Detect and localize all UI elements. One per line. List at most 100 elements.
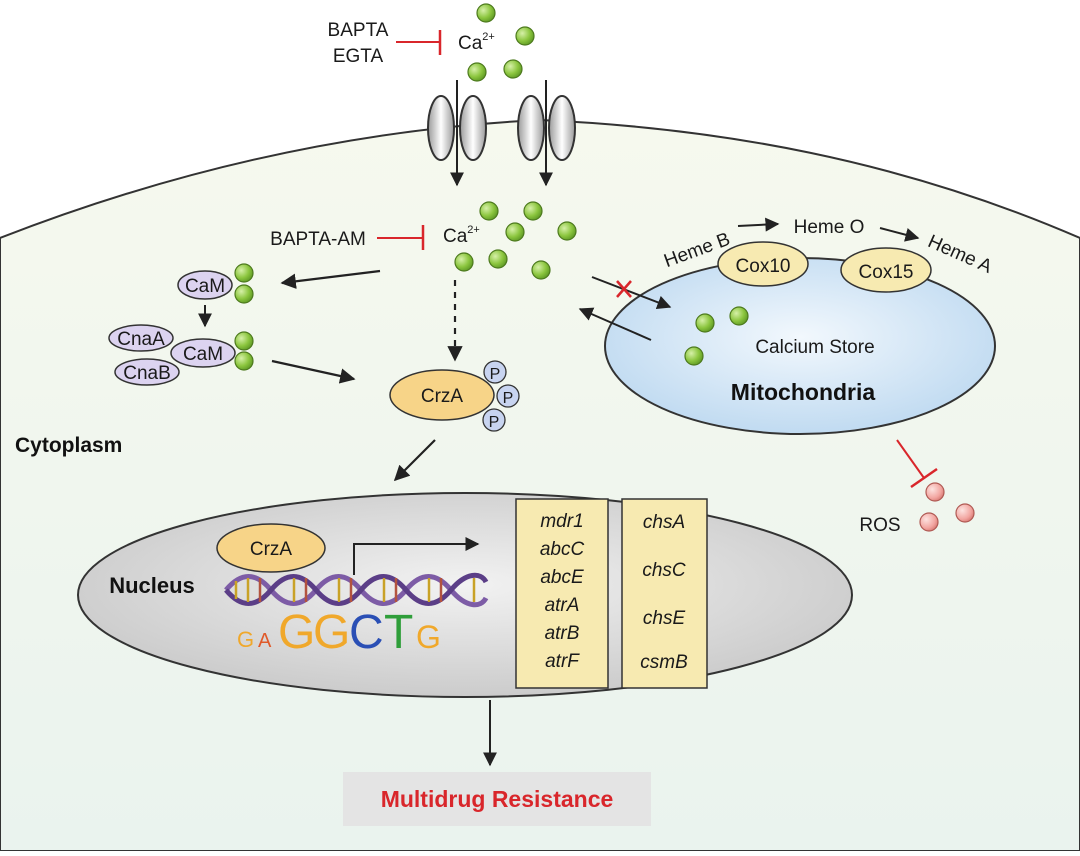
nucleus-label: Nucleus xyxy=(109,573,195,598)
calcium-ion xyxy=(234,351,254,371)
mitochondria-title: Mitochondria xyxy=(731,379,876,405)
gene-label: chsC xyxy=(642,560,686,581)
calcium-ion xyxy=(454,252,474,272)
calcium-label-extracellular: Ca2+ xyxy=(458,31,495,54)
gene-label: chsE xyxy=(643,608,686,629)
calcium-ion xyxy=(684,346,704,366)
gene-label: abcC xyxy=(540,539,585,560)
calcium-ion xyxy=(505,222,525,242)
calcium-to-cam-arrow xyxy=(280,269,381,289)
phosphate-label: P xyxy=(489,414,500,431)
crza-label: CrzA xyxy=(421,386,464,407)
motif-letter: C xyxy=(349,606,384,659)
gene-box-transporters xyxy=(515,498,609,689)
calcium-label-intracellular: Ca2+ xyxy=(443,224,480,247)
motif-letter: G xyxy=(237,627,254,652)
ros-molecule xyxy=(919,512,939,532)
motif-letter: G xyxy=(313,606,350,659)
cam-top-complex: CaM xyxy=(177,263,254,304)
inhibitor-bapta: BAPTA xyxy=(328,20,389,41)
cox10-label: Cox10 xyxy=(736,256,791,277)
dna-helix xyxy=(224,572,489,608)
cna-b xyxy=(114,358,180,386)
cam-top xyxy=(177,270,233,300)
motif-letter: G xyxy=(416,619,441,655)
phosphate-group xyxy=(482,408,506,432)
calcium-channel-left xyxy=(427,95,487,161)
motif-letter: G xyxy=(278,606,315,659)
inhibitor-egta: EGTA xyxy=(333,46,384,67)
phosphate-label: P xyxy=(490,366,501,383)
calcium-ion xyxy=(523,201,543,221)
calcium-store-label: Calcium Store xyxy=(755,337,874,358)
gene-label: chsA xyxy=(643,512,685,533)
cox15-label: Cox15 xyxy=(859,262,914,283)
calcineurin-to-crza-arrow xyxy=(271,359,356,384)
ros-label: ROS xyxy=(859,515,900,536)
outcome-box xyxy=(343,772,651,826)
motif-letter: T xyxy=(384,606,413,659)
multidrug-resistance-label: Multidrug Resistance xyxy=(381,786,614,812)
calcium-ions-extracellular xyxy=(467,3,535,82)
gene-label: abcE xyxy=(540,567,584,588)
phosphate-group xyxy=(483,360,507,384)
transcription-arrow xyxy=(353,537,480,575)
cam-bottom xyxy=(170,338,236,368)
ros-inhibition-bar xyxy=(910,467,938,489)
calcium-ion xyxy=(729,306,749,326)
calcium-ion xyxy=(503,59,523,79)
cna-b-label: CnaB xyxy=(123,363,171,384)
ros-molecules xyxy=(919,482,975,532)
ros-inhibition-line xyxy=(896,439,925,479)
calcium-ion xyxy=(234,331,254,351)
ros-molecule xyxy=(925,482,945,502)
crza-phosphorylated: CrzA P P P xyxy=(389,360,520,432)
blocked-uptake-mark xyxy=(616,280,632,298)
calcium-channel-right xyxy=(517,95,576,161)
gene-label: atrA xyxy=(545,595,580,616)
gene-label: mdr1 xyxy=(540,511,583,532)
gene-label: csmB xyxy=(640,652,688,673)
heme-o-to-a-arrow xyxy=(879,227,920,242)
heme-b-to-o-arrow xyxy=(737,217,780,232)
calcium-ion xyxy=(695,313,715,333)
heme-o-label: Heme O xyxy=(794,217,865,238)
calcium-ion xyxy=(234,263,254,283)
cna-a-label: CnaA xyxy=(117,329,165,350)
calcium-ion xyxy=(557,221,577,241)
calcium-ion xyxy=(531,260,551,280)
motif-letter: A xyxy=(258,630,272,652)
inhibitor-bapta-am: BAPTA-AM xyxy=(270,229,366,250)
calcium-ion xyxy=(476,3,496,23)
calcium-ion xyxy=(515,26,535,46)
calcium-release-arrow xyxy=(578,307,652,341)
phosphate-label: P xyxy=(503,390,514,407)
crza-binding-motif: G A G G C T G xyxy=(237,606,441,659)
crza-nuclear xyxy=(216,523,326,573)
cam-bottom-label: CaM xyxy=(183,344,223,365)
cell-membrane xyxy=(0,118,1080,852)
calcium-ion xyxy=(234,284,254,304)
gene-label: atrF xyxy=(545,651,580,672)
cox15-protein xyxy=(840,247,932,293)
ros-molecule xyxy=(955,503,975,523)
calcium-uptake-arrow xyxy=(591,276,672,310)
calcium-ions-mitochondria xyxy=(684,306,749,366)
crza-nuclear-label: CrzA xyxy=(250,539,293,560)
gene-label: atrB xyxy=(545,623,580,644)
calcium-ion xyxy=(488,249,508,269)
cox10-protein xyxy=(717,241,809,287)
cam-top-label: CaM xyxy=(185,276,225,297)
crza-protein xyxy=(389,369,495,421)
calcium-ions-cytoplasm xyxy=(454,201,577,280)
gene-box-cell-wall xyxy=(621,498,708,689)
calcium-ion xyxy=(479,201,499,221)
phosphate-group xyxy=(496,384,520,408)
cytoplasm-label: Cytoplasm xyxy=(15,434,122,457)
calcineurin-complex: CnaA CnaB CaM xyxy=(108,324,254,386)
calcium-ion xyxy=(467,62,487,82)
crza-nuclear-import-arrow xyxy=(393,439,436,482)
cna-a xyxy=(108,324,174,352)
